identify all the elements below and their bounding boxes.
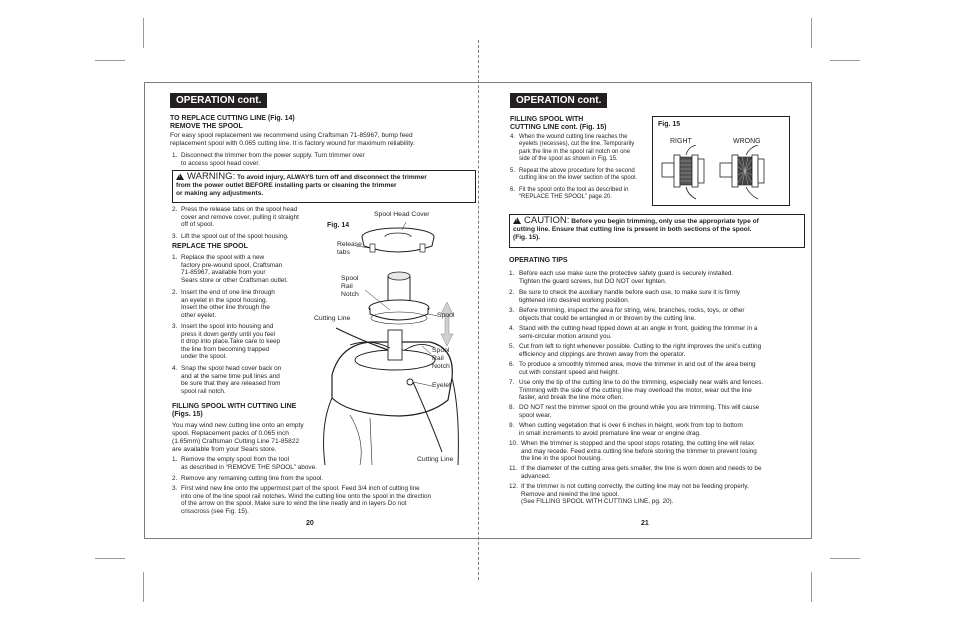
tips-title: OPERATING TIPS xyxy=(509,257,568,264)
crop-mark xyxy=(143,18,144,48)
list-item: 3.Insert the spool into housing and pres… xyxy=(172,323,281,361)
list-item: 1.Remove the empty spool from the tool a… xyxy=(172,456,317,471)
warning-box: WARNING: To avoid injury, ALWAYS turn of… xyxy=(172,170,476,203)
label-cutting-line: Cutting Line xyxy=(314,315,351,322)
replace-spool-title: REPLACE THE SPOOL xyxy=(172,243,248,250)
right-label: RIGHT xyxy=(670,138,692,145)
crop-mark xyxy=(830,558,860,559)
list-item: 1.Replace the spool with a new factory p… xyxy=(172,254,288,284)
list-item: 5.Repeat the above procedure for the sec… xyxy=(510,168,638,182)
label-eyelet: Eyelet xyxy=(432,382,451,389)
section-header: OPERATION cont. xyxy=(510,93,608,108)
spool-winding-illustration xyxy=(661,145,765,200)
list-item: 3.Lift the spool out of the spool housin… xyxy=(172,233,289,240)
list-item: 2.Press the release tabs on the spool he… xyxy=(172,206,299,229)
label-spool-rail-notch: Spool Rail Notch xyxy=(432,347,450,370)
list-item: 4.Snap the spool head cover back on and … xyxy=(172,365,282,395)
page-number: 21 xyxy=(641,520,649,527)
list-item: 4.When the wound cutting line reaches th… xyxy=(510,134,635,163)
caution-box: CAUTION: Before you begin trimming, only… xyxy=(509,214,805,248)
crop-mark xyxy=(95,558,125,559)
list-item: 1.Disconnect the trimmer from the power … xyxy=(172,152,365,167)
crop-mark xyxy=(830,60,860,61)
label-spool-head-cover: Spool Head Cover xyxy=(374,211,430,218)
crop-mark xyxy=(811,572,812,602)
filling-title: FILLING SPOOL WITH CUTTING LINE (Figs. 1… xyxy=(172,403,297,418)
list-item: 2.Insert the end of one line through an … xyxy=(172,289,275,319)
remove-title: REMOVE THE SPOOL xyxy=(170,123,243,130)
label-cutting-line: Cutting Line xyxy=(417,456,454,463)
crop-mark xyxy=(95,60,125,61)
replace-title: TO REPLACE CUTTING LINE (Fig. 14) xyxy=(170,115,295,122)
list-item: 2.Remove any remaining cutting line from… xyxy=(172,475,324,482)
crop-mark xyxy=(811,18,812,48)
label-release-tabs: Release tabs xyxy=(337,241,362,256)
fig14-label: Fig. 14 xyxy=(327,222,350,229)
intro-paragraph: For easy spool replacement we recommend … xyxy=(170,132,415,147)
section-header: OPERATION cont. xyxy=(170,93,268,108)
fold-line xyxy=(478,40,479,580)
warning-icon xyxy=(176,173,184,180)
label-spool: Spool xyxy=(437,312,455,319)
filling-cont-title: FILLING SPOOL WITH CUTTING LINE cont. (F… xyxy=(510,116,607,131)
label-spool-rail-notch: Spool Rail Notch xyxy=(341,275,359,298)
list-item: 3.First wind new line onto the uppermost… xyxy=(172,485,432,515)
list-item: 6.Fit the spool onto the tool as describ… xyxy=(510,187,629,201)
spool-assembly-illustration xyxy=(323,221,459,466)
filling-intro: You may wind new cutting line onto an em… xyxy=(172,422,304,453)
page-number: 20 xyxy=(306,520,314,527)
fig15-label: Fig. 15 xyxy=(658,121,681,128)
wrong-label: WRONG xyxy=(733,138,761,145)
warning-icon xyxy=(513,217,521,224)
crop-mark xyxy=(143,572,144,602)
